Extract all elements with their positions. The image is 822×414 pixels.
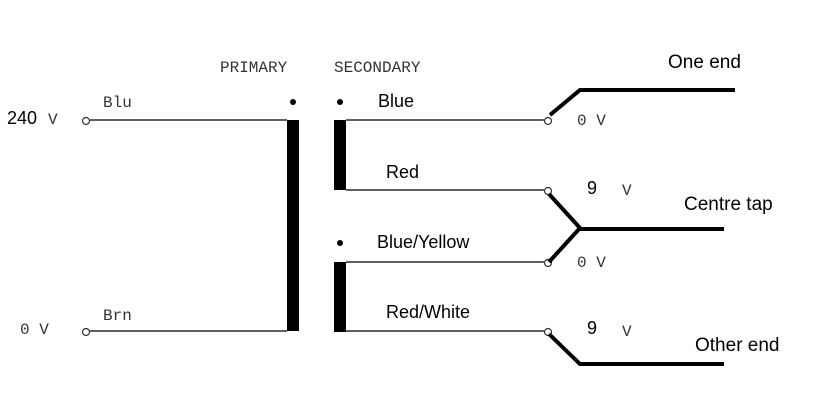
- secondary-1-polarity-dot: [337, 99, 343, 105]
- secondary-1-end-voltage-unit: V: [622, 182, 632, 200]
- primary-top-voltage-unit: V: [48, 111, 58, 129]
- primary-top-voltage-number: 240: [7, 108, 37, 128]
- primary-top-wire-label: Blu: [103, 94, 132, 112]
- secondary-1-end-terminal: [543, 186, 553, 196]
- one-end-label: One end: [668, 52, 741, 73]
- secondary-2-end-voltage-unit: V: [622, 323, 632, 341]
- secondary-2-end-voltage-number: 9: [587, 318, 597, 338]
- secondary-1-start-terminal: [543, 116, 553, 126]
- primary-winding: [287, 120, 299, 331]
- one-end-lead: [548, 88, 735, 117]
- primary-bottom-wire-label: Brn: [103, 307, 132, 325]
- centre-tap-junction: [547, 192, 583, 264]
- primary-polarity-dot: [290, 99, 296, 105]
- other-end-label: Other end: [695, 335, 780, 356]
- secondary-2-start-voltage: 0 V: [577, 254, 606, 272]
- primary-header: PRIMARY: [220, 59, 288, 77]
- secondary-1-end-voltage-number: 9: [587, 178, 597, 198]
- secondary-2-end-wire-label: Red/White: [386, 302, 470, 322]
- secondary-1-end-wire-label: Red: [386, 162, 419, 182]
- secondary-1-start-wire-label: Blue: [378, 91, 414, 111]
- secondary-1-start-voltage: 0 V: [577, 112, 606, 130]
- secondary-winding-1: [334, 120, 346, 190]
- secondary-2-start-wire-label: Blue/Yellow: [377, 232, 470, 252]
- centre-tap-label: Centre tap: [684, 194, 773, 215]
- primary-bottom-voltage: 0 V: [20, 321, 49, 339]
- other-end-lead: [547, 332, 724, 366]
- secondary-header: SECONDARY: [334, 59, 421, 77]
- primary-top-terminal: [81, 116, 91, 126]
- primary-bottom-terminal: [81, 327, 91, 337]
- secondary-2-polarity-dot: [337, 240, 343, 246]
- secondary-winding-2: [334, 262, 346, 332]
